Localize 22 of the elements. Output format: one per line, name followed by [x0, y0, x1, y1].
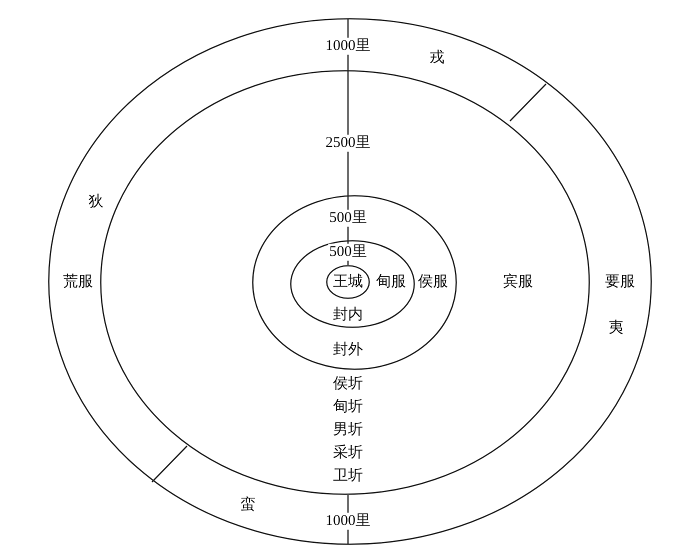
tribe-label: 蛮: [240, 496, 256, 514]
zone-label: 侯圻: [333, 376, 363, 392]
distance-label: 1000里: [324, 512, 372, 530]
tribe-label: 狄: [88, 194, 104, 210]
zone-label: 采圻: [333, 444, 363, 462]
distance-label: 500里: [328, 210, 368, 226]
zone-label: 荒服: [63, 274, 93, 290]
zone-label: 宾服: [503, 274, 533, 290]
zone-label: 男圻: [333, 422, 363, 438]
zone-label: 侯服: [418, 274, 448, 290]
distance-label: 1000里: [324, 38, 372, 54]
zone-label: 卫圻: [333, 468, 363, 484]
distance-label: 500里: [328, 244, 368, 260]
zone-label: 王城: [333, 274, 363, 290]
zone-label: 要服: [605, 274, 635, 290]
tribe-label: 夷: [608, 320, 624, 336]
zone-label: 封内: [333, 306, 363, 324]
tribe-label: 戎: [428, 50, 446, 66]
zone-label: 甸圻: [333, 398, 363, 416]
zone-label: 甸服: [376, 274, 406, 290]
distance-label: 2500里: [324, 134, 372, 152]
zone-label: 封外: [333, 342, 363, 358]
